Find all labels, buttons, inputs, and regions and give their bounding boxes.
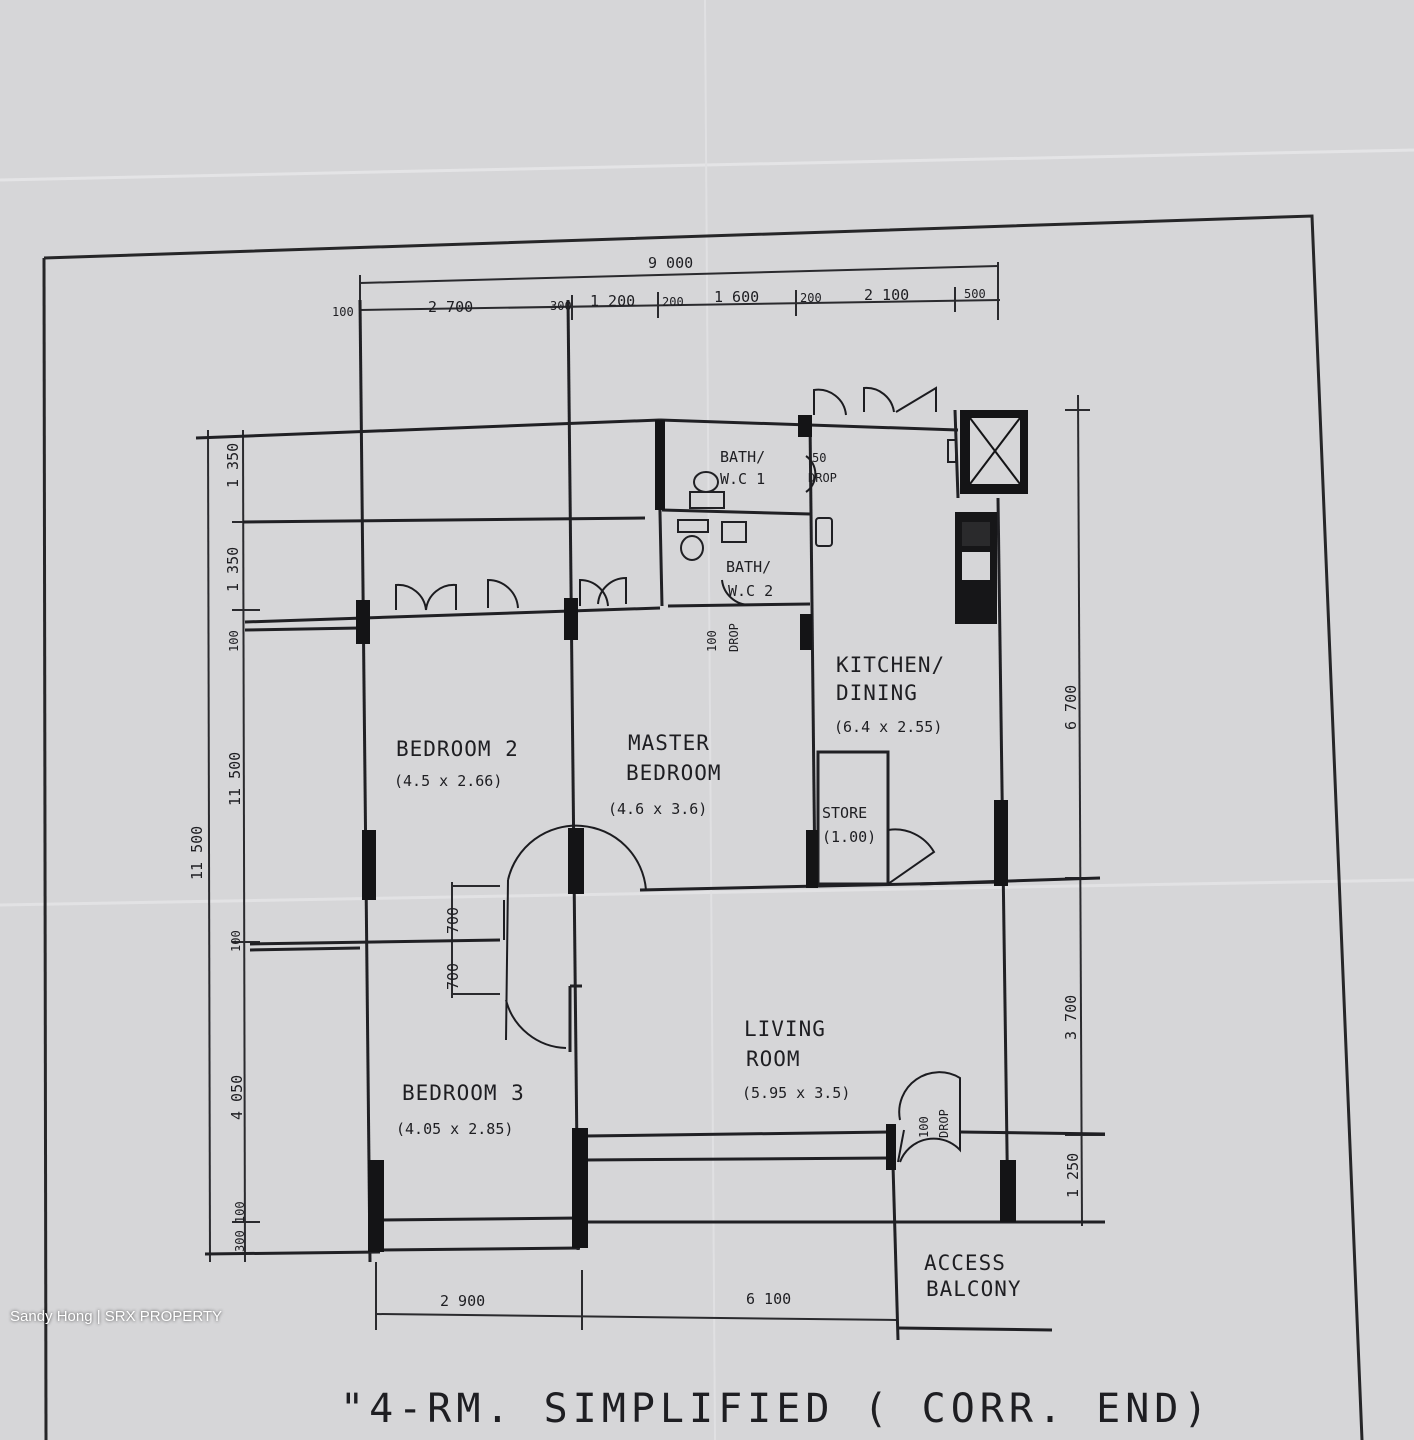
bedroom3-size: (4.05 x 2.85) [396, 1120, 513, 1138]
left-dim-label: 1 350 [224, 443, 242, 488]
top-dim-label: 2 100 [864, 286, 909, 304]
wall-lines [195, 299, 1106, 1341]
inner-dim-label: 700 [444, 963, 462, 990]
bottom-dim-label: 2 900 [440, 1292, 485, 1310]
top-dim-label: 100 [332, 305, 354, 319]
kitchen-name: DINING [836, 681, 918, 705]
drop-label: DROP [937, 1109, 951, 1138]
master-name: MASTER [628, 731, 710, 755]
overall-width-label: 9 000 [648, 254, 693, 272]
right-dim-label: 1 250 [1064, 1153, 1082, 1198]
door-swings [395, 386, 961, 1163]
paper-fold-line [0, 878, 1414, 907]
bath2-label: W.C 2 [728, 582, 773, 600]
right-dim-label: 6 700 [1062, 685, 1080, 730]
balcony-name: BALCONY [926, 1277, 1022, 1301]
master-name: BEDROOM [626, 761, 722, 785]
left-dim-label: 100 [229, 930, 243, 952]
drawing-frame [42, 257, 48, 1440]
living-name: ROOM [746, 1047, 801, 1071]
left-dim-label: 4 050 [228, 1075, 246, 1120]
kitchen-counter [947, 439, 997, 624]
master-size: (4.6 x 3.6) [608, 800, 707, 818]
store-name: STORE [822, 804, 867, 822]
paper-fold-line [704, 0, 716, 1440]
right-dim-label: 3 700 [1062, 995, 1080, 1040]
bath1-label: W.C 1 [720, 470, 765, 488]
refuse-chute [960, 410, 1028, 494]
kitchen-name: KITCHEN/ [836, 653, 945, 677]
living-size: (5.95 x 3.5) [742, 1084, 850, 1102]
kitchen-size: (6.4 x 2.55) [834, 718, 942, 736]
drop-50-label: 50 [812, 451, 826, 465]
room-labels: BATH/ W.C 1 BATH/ W.C 2 KITCHEN/ DINING … [394, 448, 1022, 1301]
drawing-frame [43, 214, 1364, 1440]
left-dim-label: 11 500 [226, 752, 244, 806]
top-dim-label: 200 [662, 295, 684, 309]
top-dim-label: 300 [550, 299, 572, 313]
drop-label: DROP [808, 471, 837, 485]
top-dim-label: 500 [964, 287, 986, 301]
dimension-labels: 9 000 100 2 700 300 1 200 200 1 600 200 … [188, 254, 1082, 1310]
top-dim-label: 200 [800, 291, 822, 305]
top-dim-label: 1 200 [590, 292, 635, 310]
sanitary-fixtures [677, 471, 833, 561]
bedroom3-name: BEDROOM 3 [402, 1081, 525, 1105]
top-dim-label: 2 700 [428, 298, 473, 316]
left-dim-label: 300 100 [233, 1201, 247, 1252]
drop-label: DROP [727, 623, 741, 652]
left-dim-label: 100 [227, 630, 241, 652]
dimension-lines [207, 262, 1105, 1330]
top-dim-label: 1 600 [714, 288, 759, 306]
drop-100-label: 100 [705, 630, 719, 652]
wall-columns [356, 415, 1016, 1252]
store-size: (1.00) [822, 828, 876, 846]
plan-title: "4-RM. SIMPLIFIED ( CORR. END) [340, 1386, 1212, 1432]
living-name: LIVING [744, 1017, 826, 1041]
bath1-label: BATH/ [720, 448, 765, 466]
left-dim-label: 1 350 [224, 547, 242, 592]
inner-dim-label: 700 [444, 907, 462, 934]
bedroom2-size: (4.5 x 2.66) [394, 772, 502, 790]
bottom-dim-label: 6 100 [746, 1290, 791, 1308]
watermark: Sandy Hong | SRX PROPERTY [10, 1308, 223, 1325]
bath2-label: BATH/ [726, 558, 771, 576]
drop-100-label: 100 [917, 1116, 931, 1138]
balcony-name: ACCESS [924, 1251, 1006, 1275]
bedroom2-name: BEDROOM 2 [396, 737, 519, 761]
left-total-label: 11 500 [188, 826, 206, 880]
